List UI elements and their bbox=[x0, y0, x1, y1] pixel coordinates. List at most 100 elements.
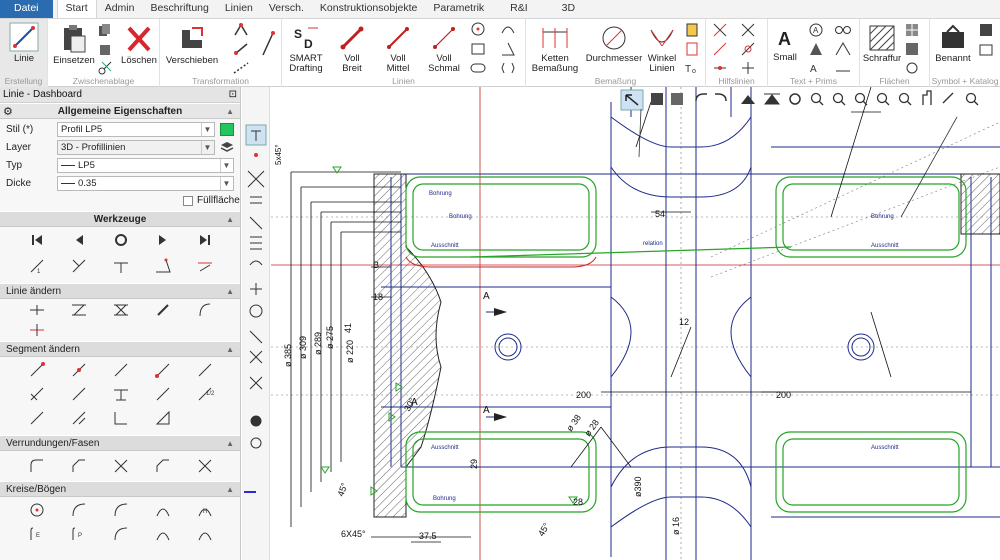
segment-tool-12-icon[interactable] bbox=[70, 409, 88, 427]
save-as-icon[interactable] bbox=[671, 93, 683, 105]
voll-schmal-button[interactable]: Voll Schmal bbox=[424, 24, 464, 74]
circle-icon[interactable] bbox=[470, 21, 486, 40]
snap-angle-icon[interactable] bbox=[249, 330, 263, 344]
construction-line-icon[interactable] bbox=[712, 22, 728, 41]
zoom-extents-icon[interactable] bbox=[965, 92, 977, 104]
arc-semi-2-icon[interactable] bbox=[196, 525, 214, 543]
segment-tool-3-icon[interactable] bbox=[112, 361, 130, 379]
fillet-cross-icon[interactable] bbox=[112, 457, 130, 475]
line-red-icon[interactable] bbox=[196, 257, 214, 275]
symbol-icon[interactable]: A bbox=[808, 22, 824, 41]
segment-tool-1-icon[interactable] bbox=[28, 361, 46, 379]
arc-semi-icon[interactable] bbox=[154, 525, 172, 543]
chamfer-icon[interactable] bbox=[70, 457, 88, 475]
undo-icon[interactable] bbox=[695, 93, 707, 102]
pin-icon[interactable]: ⊡ bbox=[228, 89, 237, 100]
segment-tool-2-icon[interactable] bbox=[70, 361, 88, 379]
color-swatch[interactable] bbox=[220, 123, 234, 136]
zoom-all-icon[interactable] bbox=[898, 92, 910, 104]
schraffur-button[interactable]: Schraffur bbox=[862, 24, 902, 64]
chevron-down-icon[interactable]: ▼ bbox=[220, 159, 232, 172]
drawing-canvas[interactable]: 54 200 200 37.5 6X45° B 18 12 28 A A A 5… bbox=[271, 87, 1000, 560]
fuellflaeche-checkbox[interactable] bbox=[183, 196, 193, 206]
einsetzen-button[interactable]: Einsetzen bbox=[52, 24, 96, 66]
layers-icon[interactable] bbox=[220, 141, 234, 154]
snap-cross-icon[interactable] bbox=[249, 350, 263, 364]
line-angle2-icon[interactable] bbox=[154, 257, 172, 275]
join-icon[interactable] bbox=[28, 321, 46, 339]
measure-icon[interactable] bbox=[942, 92, 954, 104]
chevron-down-icon[interactable]: ▼ bbox=[220, 177, 232, 190]
fillet-trim-icon[interactable] bbox=[196, 457, 214, 475]
copy-icon[interactable] bbox=[98, 23, 112, 40]
triangle-symbol-icon[interactable] bbox=[808, 41, 824, 60]
rotate-icon[interactable] bbox=[232, 22, 250, 41]
curve-icon[interactable] bbox=[196, 301, 214, 319]
voll-mittel-button[interactable]: Voll Mittel bbox=[378, 24, 418, 74]
section-kreise[interactable]: Kreise/Bögen ▲ bbox=[0, 481, 240, 497]
snap-cross-2-icon[interactable] bbox=[249, 376, 263, 390]
collapse-icon[interactable]: ▲ bbox=[226, 485, 234, 494]
voll-breit-button[interactable]: Voll Breit bbox=[332, 24, 372, 74]
tab-parametrik[interactable]: Parametrik bbox=[433, 2, 485, 14]
redo-icon[interactable] bbox=[715, 93, 727, 102]
tab-datei[interactable]: Datei bbox=[0, 0, 53, 18]
segment-tool-7-icon[interactable] bbox=[70, 385, 88, 403]
line-angle-icon[interactable]: 1 bbox=[28, 257, 46, 275]
loeschen-button[interactable]: Löschen bbox=[120, 24, 158, 66]
tab-beschriftung[interactable]: Beschriftung bbox=[150, 2, 209, 14]
zoom-in-icon[interactable] bbox=[854, 92, 866, 104]
segment-tool-11-icon[interactable] bbox=[28, 409, 46, 427]
rectangle-icon[interactable] bbox=[470, 41, 486, 60]
dicke-select[interactable]: 0.35 ▼ bbox=[57, 176, 234, 191]
arc-icon[interactable] bbox=[500, 21, 516, 40]
benannt-button[interactable]: Benannt bbox=[932, 24, 974, 64]
cross-line-icon[interactable] bbox=[740, 22, 756, 41]
fill-settings-icon[interactable] bbox=[904, 61, 920, 78]
split-icon[interactable] bbox=[70, 301, 88, 319]
section-linie-aendern[interactable]: Linie ändern ▲ bbox=[0, 283, 240, 299]
segment-tool-9-icon[interactable] bbox=[154, 385, 172, 403]
regenerate-icon[interactable] bbox=[789, 93, 801, 105]
collapse-icon[interactable]: ▲ bbox=[226, 345, 234, 354]
arc-h-icon[interactable]: H bbox=[196, 501, 214, 519]
durchmesser-button[interactable]: Durchmesser bbox=[584, 24, 644, 64]
linie-button[interactable]: Linie bbox=[4, 22, 44, 64]
collapse-icon[interactable]: ▲ bbox=[226, 107, 234, 116]
chevron-down-icon[interactable]: ▼ bbox=[201, 123, 213, 136]
section-werkzeuge[interactable]: Werkzeuge ▲ bbox=[0, 211, 240, 227]
layer-select[interactable]: 3D - Profillinien ▼ bbox=[57, 140, 215, 155]
pen-icon[interactable] bbox=[154, 301, 172, 319]
dimension-text-icon[interactable] bbox=[684, 22, 700, 41]
last-icon[interactable] bbox=[196, 231, 214, 249]
ketten-bemassung-button[interactable]: Ketten Bemaßung bbox=[528, 24, 582, 74]
snap-midpoint-icon[interactable] bbox=[250, 196, 262, 204]
circle-center-icon[interactable] bbox=[28, 501, 46, 519]
small-text-button[interactable]: A Small bbox=[770, 27, 800, 63]
tab-3d[interactable]: 3D bbox=[561, 2, 576, 14]
snap-ring-icon[interactable] bbox=[250, 437, 262, 449]
snap-center-icon[interactable] bbox=[249, 304, 263, 318]
segment-tool-5-icon[interactable] bbox=[196, 361, 214, 379]
first-icon[interactable] bbox=[28, 231, 46, 249]
arc-tangent-icon[interactable] bbox=[154, 501, 172, 519]
mirror-icon[interactable] bbox=[232, 41, 250, 60]
zoom-out-icon[interactable] bbox=[832, 92, 844, 104]
tab-linien[interactable]: Linien bbox=[224, 2, 253, 14]
cad-drawing[interactable]: 54 200 200 37.5 6X45° B 18 12 28 A A A 5… bbox=[271, 87, 1000, 560]
snap-endpoint-icon[interactable] bbox=[251, 130, 261, 141]
snap-perpendicular-icon[interactable] bbox=[250, 283, 262, 295]
copy-format-icon[interactable] bbox=[98, 43, 112, 60]
chamfer-2-icon[interactable] bbox=[154, 457, 172, 475]
collapse-icon[interactable]: ▲ bbox=[226, 439, 234, 448]
tangent-line-icon[interactable] bbox=[740, 41, 756, 60]
winkel-linien-button[interactable]: Winkel Linien bbox=[642, 24, 682, 74]
catalog-save-icon[interactable] bbox=[978, 22, 994, 41]
previous-icon[interactable] bbox=[70, 231, 88, 249]
angle-icon[interactable] bbox=[500, 41, 516, 60]
arc-quarter-icon[interactable] bbox=[112, 525, 130, 543]
collapse-icon[interactable]: ▲ bbox=[226, 215, 234, 224]
verschieben-button[interactable]: Verschieben bbox=[162, 24, 222, 66]
line-mirror-icon[interactable] bbox=[70, 257, 88, 275]
